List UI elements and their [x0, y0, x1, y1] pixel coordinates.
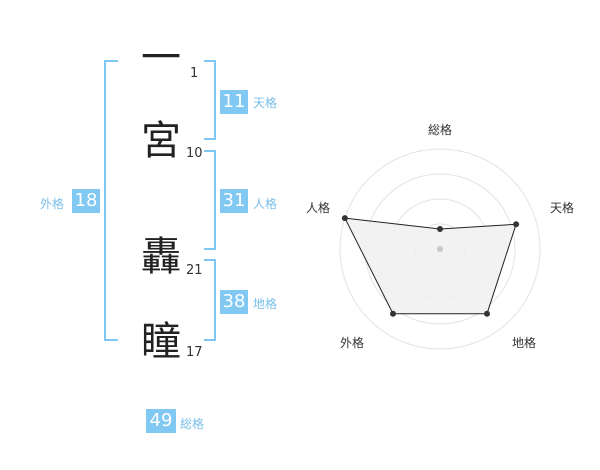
radar-axis-label-chikaku: 地格: [512, 335, 536, 350]
stroke-count-4: 17: [186, 345, 203, 360]
radar-point-3: [484, 310, 490, 317]
name-char-1: 一: [141, 35, 181, 81]
radar-point-2: [513, 221, 520, 228]
tenkaku-bracket: [204, 60, 216, 140]
chikaku-label: 地格: [253, 297, 278, 311]
jinkaku-badge: 31: [220, 189, 248, 213]
gaikaku-bracket: [104, 60, 118, 341]
soukaku-badge: 49: [146, 409, 176, 433]
tenkaku-label: 天格: [253, 96, 278, 110]
name-char-4: 瞳: [141, 319, 181, 365]
jinkaku-bracket: [204, 150, 216, 250]
radar-center-dot: [437, 246, 443, 252]
fortune-radar-chart: 総格 天格 地格 外格 人格: [306, 122, 574, 350]
radar-axis-label-jinkaku: 人格: [306, 200, 330, 215]
chikaku-badge: 38: [220, 290, 248, 314]
radar-point-5: [341, 215, 348, 222]
radar-axis-label-gaikaku: 外格: [340, 335, 364, 350]
radar-axis-label-tenkaku: 天格: [550, 200, 574, 215]
jinkaku-label: 人格: [253, 197, 278, 211]
radar-point-4: [390, 310, 396, 317]
chikaku-bracket: [204, 259, 216, 341]
radar-point-1: [437, 226, 443, 232]
radar-axis-label-soukaku: 総格: [428, 122, 452, 137]
gaikaku-badge: 18: [72, 189, 100, 213]
radar-data-area: [344, 217, 517, 315]
radar-ring: [339, 148, 541, 350]
name-char-3: 轟: [141, 234, 181, 280]
name-char-2: 宮: [141, 118, 181, 164]
stroke-count-1: 1: [190, 66, 199, 81]
stroke-count-3: 21: [186, 263, 203, 278]
gaikaku-label: 外格: [40, 197, 65, 211]
stroke-count-2: 10: [186, 146, 203, 161]
soukaku-label: 総格: [180, 417, 205, 431]
tenkaku-badge: 11: [220, 90, 248, 114]
